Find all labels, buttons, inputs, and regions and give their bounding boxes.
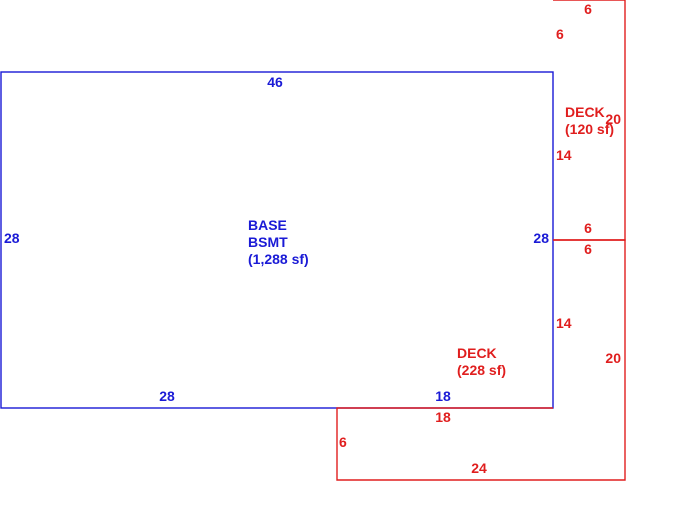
base-dim-top: 46	[267, 74, 283, 90]
upper-deck-name: DECK	[565, 104, 605, 120]
lower-deck-area: (228 sf)	[457, 362, 506, 378]
upper-deck-dim-left-lower: 14	[556, 147, 572, 163]
lower-deck-dim-left: 6	[339, 434, 347, 450]
lower-deck-dim-bottom: 24	[471, 460, 487, 476]
base-dim-left: 28	[4, 230, 20, 246]
lower-deck-dim-top-left: 18	[435, 409, 451, 425]
base-area-label: (1,288 sf)	[248, 251, 309, 267]
lower-deck-dim-top: 6	[584, 241, 592, 257]
upper-deck-dim-left-top: 6	[556, 26, 564, 42]
base-name-line1: BASE	[248, 217, 287, 233]
base-name-line2: BSMT	[248, 234, 288, 250]
upper-deck-dim-top: 6	[584, 1, 592, 17]
lower-deck-dim-left-upper: 14	[556, 315, 572, 331]
upper-deck-area: (120 sf)	[565, 121, 614, 137]
lower-deck-outline	[336, 239, 626, 481]
base-dim-bottom-left: 28	[159, 388, 175, 404]
base-dim-right: 28	[533, 230, 549, 246]
lower-deck-dim-right: 20	[605, 350, 621, 366]
upper-deck-dim-right: 20	[605, 111, 621, 127]
upper-deck-dim-bottom: 6	[584, 220, 592, 236]
lower-deck-name: DECK	[457, 345, 497, 361]
base-dim-bottom-right: 18	[435, 388, 451, 404]
